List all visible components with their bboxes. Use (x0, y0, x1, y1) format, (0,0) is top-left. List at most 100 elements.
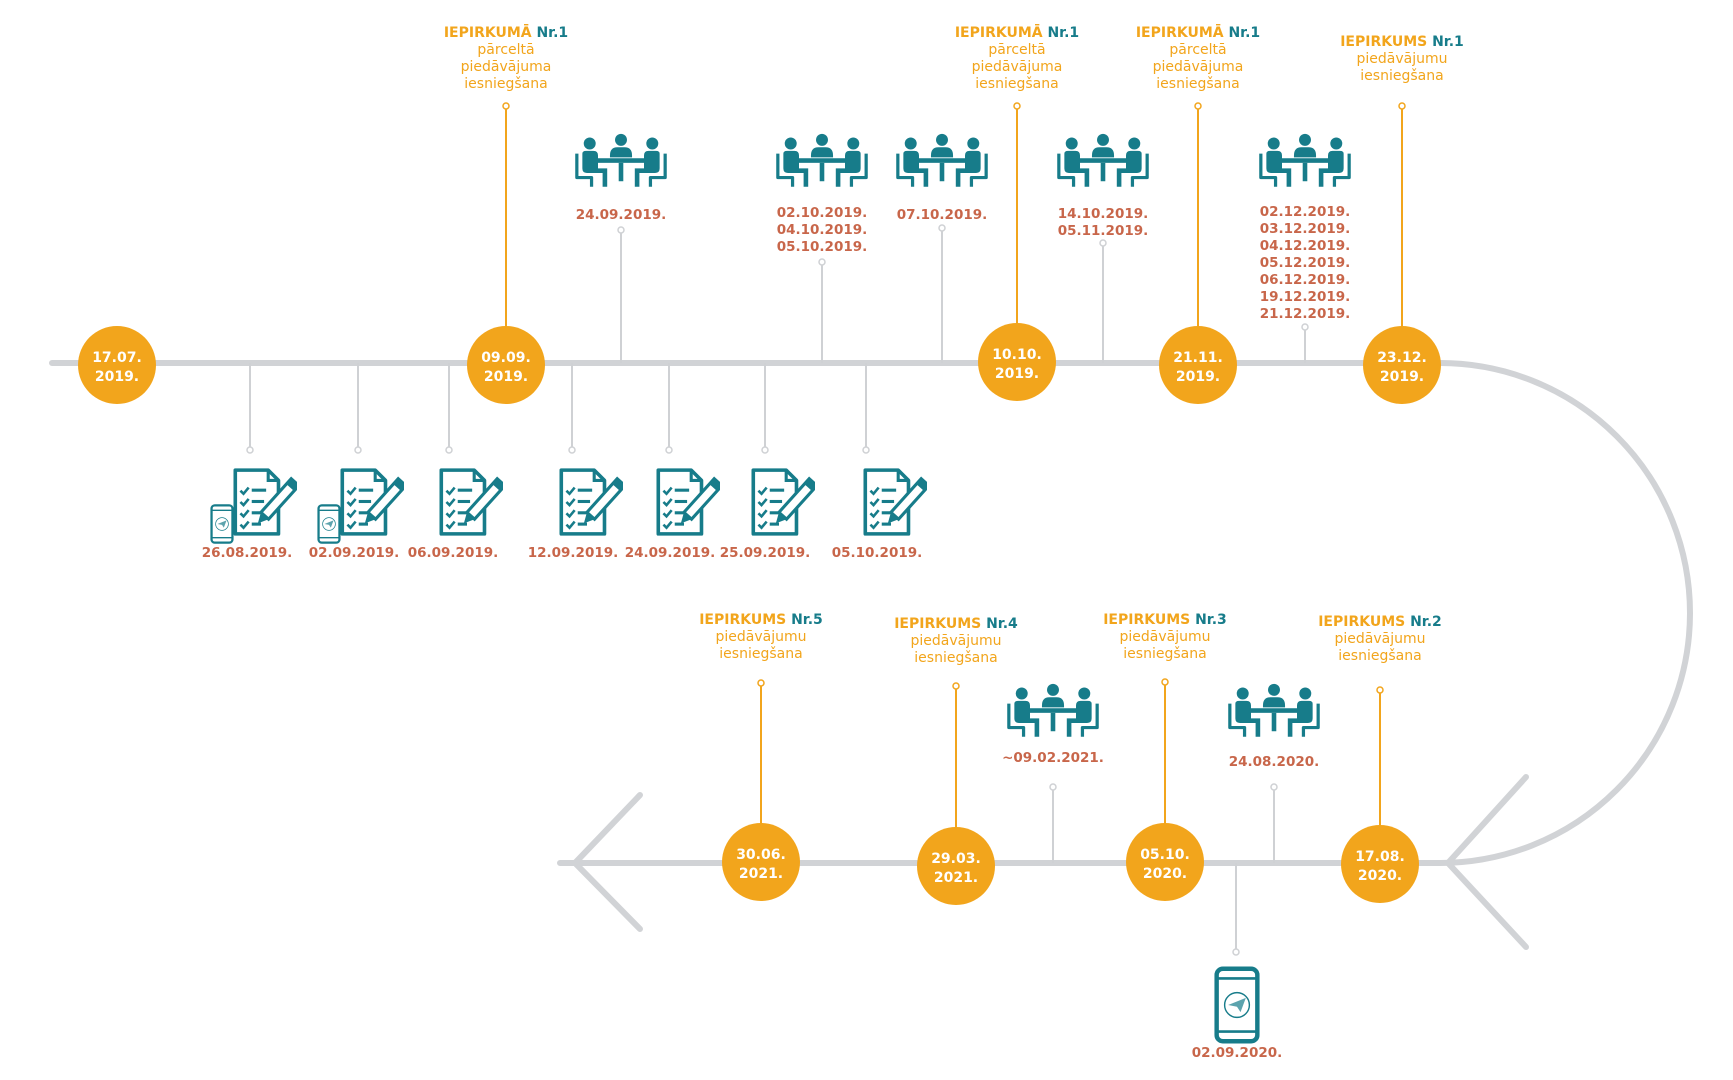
phones: 02.09.2020. (1192, 969, 1282, 1061)
callout-number: Nr.1 (1228, 25, 1260, 41)
connectors (246, 224, 1309, 956)
milestone-circle (78, 326, 156, 404)
milestone-date: 29.03. (931, 851, 981, 867)
milestone-date: 05.10. (1140, 847, 1190, 863)
callout-subtitle: iesniegšana (1338, 648, 1421, 664)
milestone-year: 2019. (1176, 369, 1220, 385)
connector-dot (568, 446, 576, 454)
milestone-year: 2020. (1143, 866, 1187, 882)
connector-dot (665, 446, 673, 454)
callouts: IEPIRKUMĀ Nr.1pārceltāpiedāvājumaiesnieg… (444, 23, 1464, 829)
callout-word: IEPIRKUMS (699, 612, 791, 628)
document-d5: 24.09.2019. (625, 468, 720, 561)
meeting-icon (575, 133, 667, 189)
callout-subtitle: iesniegšana (1360, 68, 1443, 84)
callout-word: IEPIRKUMS (1318, 614, 1410, 630)
callout-subtitle: piedāvājuma (972, 59, 1063, 75)
callout-number: Nr.3 (1195, 612, 1227, 628)
callout-subtitle: piedāvājuma (1153, 59, 1244, 75)
callout-number: Nr.1 (1432, 34, 1464, 50)
callout-subtitle: iesniegšana (914, 650, 997, 666)
document-d1: 26.08.2019. (202, 468, 297, 561)
milestone-year: 2021. (739, 866, 783, 882)
milestone-circle (917, 827, 995, 905)
milestone-year: 2019. (484, 369, 528, 385)
meeting-date: 05.10.2019. (777, 239, 868, 255)
meeting-date: 02.12.2019. (1260, 204, 1351, 220)
milestone-m3: 10.10.2019. (978, 323, 1056, 401)
callout-c3: IEPIRKUMĀ Nr.1pārceltāpiedāvājumaiesnieg… (1136, 23, 1260, 327)
meeting-date: ~09.02.2021. (1002, 750, 1104, 766)
document-icon (863, 468, 927, 536)
document-date: 25.09.2019. (720, 545, 811, 561)
callout-subtitle: iesniegšana (1156, 76, 1239, 92)
callout-title: IEPIRKUMS Nr.5 (699, 612, 823, 628)
document-d2: 02.09.2019. (309, 468, 404, 561)
connector-dot (761, 446, 769, 454)
callout-subtitle: piedāvājumu (1357, 51, 1448, 67)
connector-dot (445, 446, 453, 454)
callout-word: IEPIRKUMS (1340, 34, 1432, 50)
meeting-mt3: 07.10.2019. (896, 133, 988, 223)
meeting-icon (896, 133, 988, 189)
phone-p1: 02.09.2020. (1192, 969, 1282, 1061)
callout-number: Nr.4 (986, 616, 1018, 632)
document-phone-icon (340, 468, 404, 536)
milestone-date: 17.08. (1355, 849, 1405, 865)
callout-subtitle: piedāvājumu (1335, 631, 1426, 647)
callout-subtitle: piedāvājumu (911, 633, 1002, 649)
milestone-year: 2019. (995, 366, 1039, 382)
milestone-m5: 23.12.2019. (1363, 326, 1441, 404)
callout-title: IEPIRKUMS Nr.1 (1340, 34, 1464, 50)
callout-subtitle: pārceltā (477, 42, 534, 58)
document-d6: 25.09.2019. (720, 468, 815, 561)
connector-dot (1049, 783, 1057, 791)
meeting-mt2: 02.10.2019.04.10.2019.05.10.2019. (776, 133, 868, 255)
milestone-m1: 17.07.2019. (78, 326, 156, 404)
meeting-date: 02.10.2019. (777, 205, 868, 221)
callout-number: Nr.5 (791, 612, 823, 628)
document-date: 26.08.2019. (202, 545, 293, 561)
connector-dot (1099, 239, 1107, 247)
callout-word: IEPIRKUMS (1103, 612, 1195, 628)
milestone-circle (1363, 326, 1441, 404)
document-date: 05.10.2019. (832, 545, 923, 561)
meeting-icon (1228, 683, 1320, 739)
connector-dot (246, 446, 254, 454)
callout-title: IEPIRKUMS Nr.3 (1103, 612, 1227, 628)
document-icon (439, 468, 503, 536)
callout-title: IEPIRKUMS Nr.2 (1318, 614, 1442, 630)
milestone-year: 2020. (1358, 868, 1402, 884)
meeting-date: 04.12.2019. (1260, 238, 1351, 254)
callout-subtitle: pārceltā (988, 42, 1045, 58)
connector-dot (818, 258, 826, 266)
document-d7: 05.10.2019. (832, 468, 927, 561)
meeting-mt5: 02.12.2019.03.12.2019.04.12.2019.05.12.2… (1259, 133, 1351, 322)
meeting-date: 05.11.2019. (1058, 223, 1149, 239)
callout-title: IEPIRKUMS Nr.4 (894, 616, 1018, 632)
phone-icon (1217, 969, 1258, 1042)
milestone-circle (978, 323, 1056, 401)
document-phone-icon (233, 468, 297, 536)
timeline-track (49, 360, 1693, 866)
connector-dot (1270, 783, 1278, 791)
callout-subtitle: pārceltā (1169, 42, 1226, 58)
milestone-m9: 30.06.2021. (722, 823, 800, 901)
milestone-m7: 05.10. 2020. (1126, 823, 1204, 901)
meeting-date: 21.12.2019. (1260, 306, 1351, 322)
connector-dot (617, 226, 625, 234)
callout-subtitle: piedāvājumu (1120, 629, 1211, 645)
callout-word: IEPIRKUMĀ (1136, 23, 1229, 41)
document-icon (559, 468, 623, 536)
callout-subtitle: piedāvājuma (461, 59, 552, 75)
milestone-m6: 17.08. 2020. (1341, 825, 1419, 903)
meeting-date: 06.12.2019. (1260, 272, 1351, 288)
milestone-m8: 29.03.2021. (917, 827, 995, 905)
callout-title: IEPIRKUMĀ Nr.1 (444, 23, 568, 41)
arrow-head-mid (1445, 774, 1529, 950)
meeting-icon (1007, 683, 1099, 739)
